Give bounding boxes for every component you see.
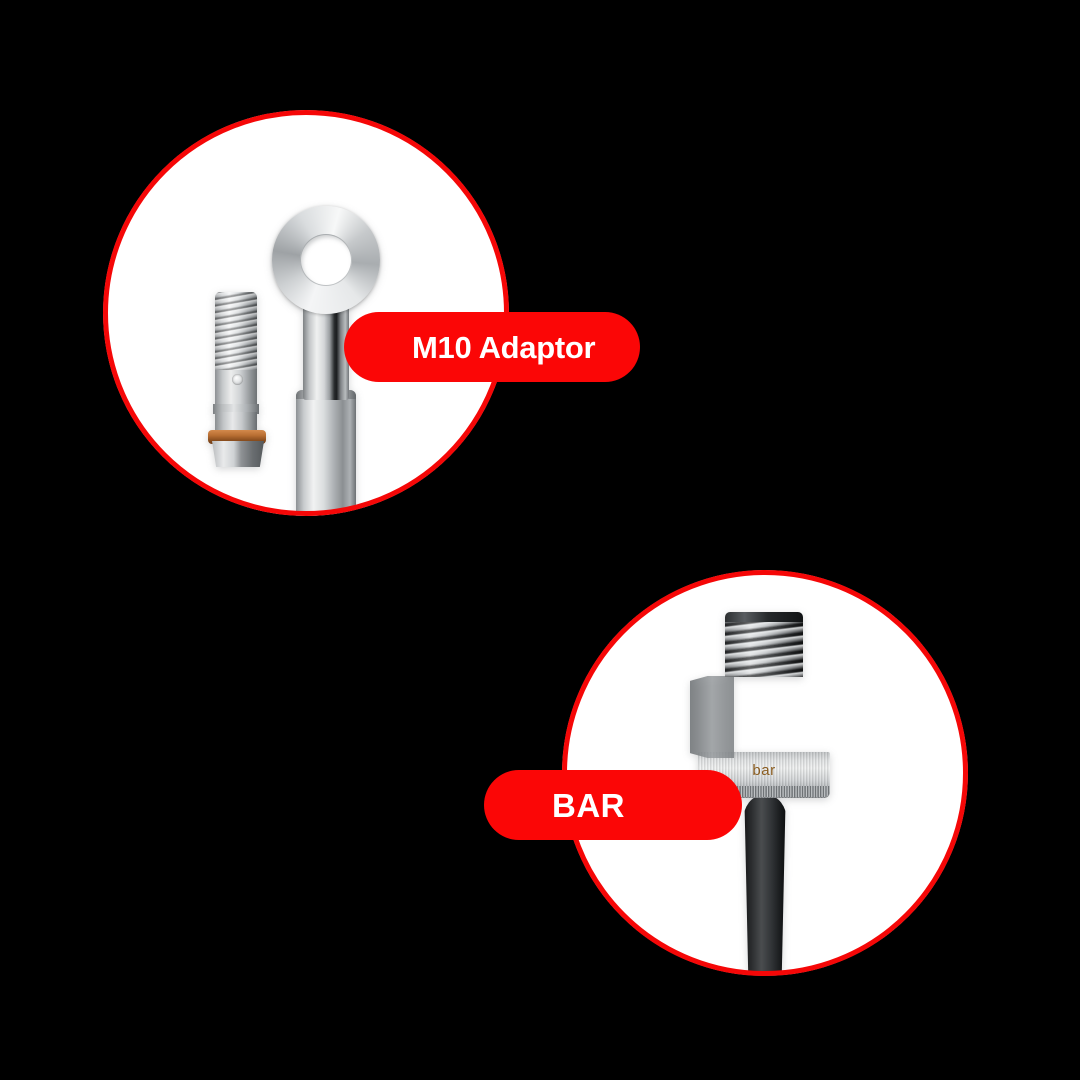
sensor-cable <box>744 795 786 976</box>
copper-sealing-washer <box>208 430 266 444</box>
sensor-male-thread <box>725 615 803 677</box>
eyelet-bore-hole <box>300 234 352 286</box>
bolt-fluid-port-hole <box>232 374 243 385</box>
eyelet-neck-tube <box>303 300 349 400</box>
eyelet-barrel <box>296 390 356 516</box>
bolt-collar <box>213 404 259 414</box>
label-pill-m10-adaptor[interactable]: M10 Adaptor <box>344 312 640 382</box>
sensor-band-marking-text: bar <box>752 762 776 779</box>
bolt-hex-head <box>212 441 264 467</box>
product-image-m10-adaptor <box>103 110 406 516</box>
bolt-thread-section <box>215 292 257 374</box>
label-pill-bar[interactable]: BAR <box>484 770 742 840</box>
sensor-hex-nut-facet <box>690 676 734 758</box>
sensor-thread-top-face <box>725 612 803 622</box>
label-pill-m10-adaptor-text: M10 Adaptor <box>412 329 596 365</box>
label-pill-bar-text: BAR <box>552 786 625 824</box>
sensor-knurl-texture <box>698 786 830 797</box>
